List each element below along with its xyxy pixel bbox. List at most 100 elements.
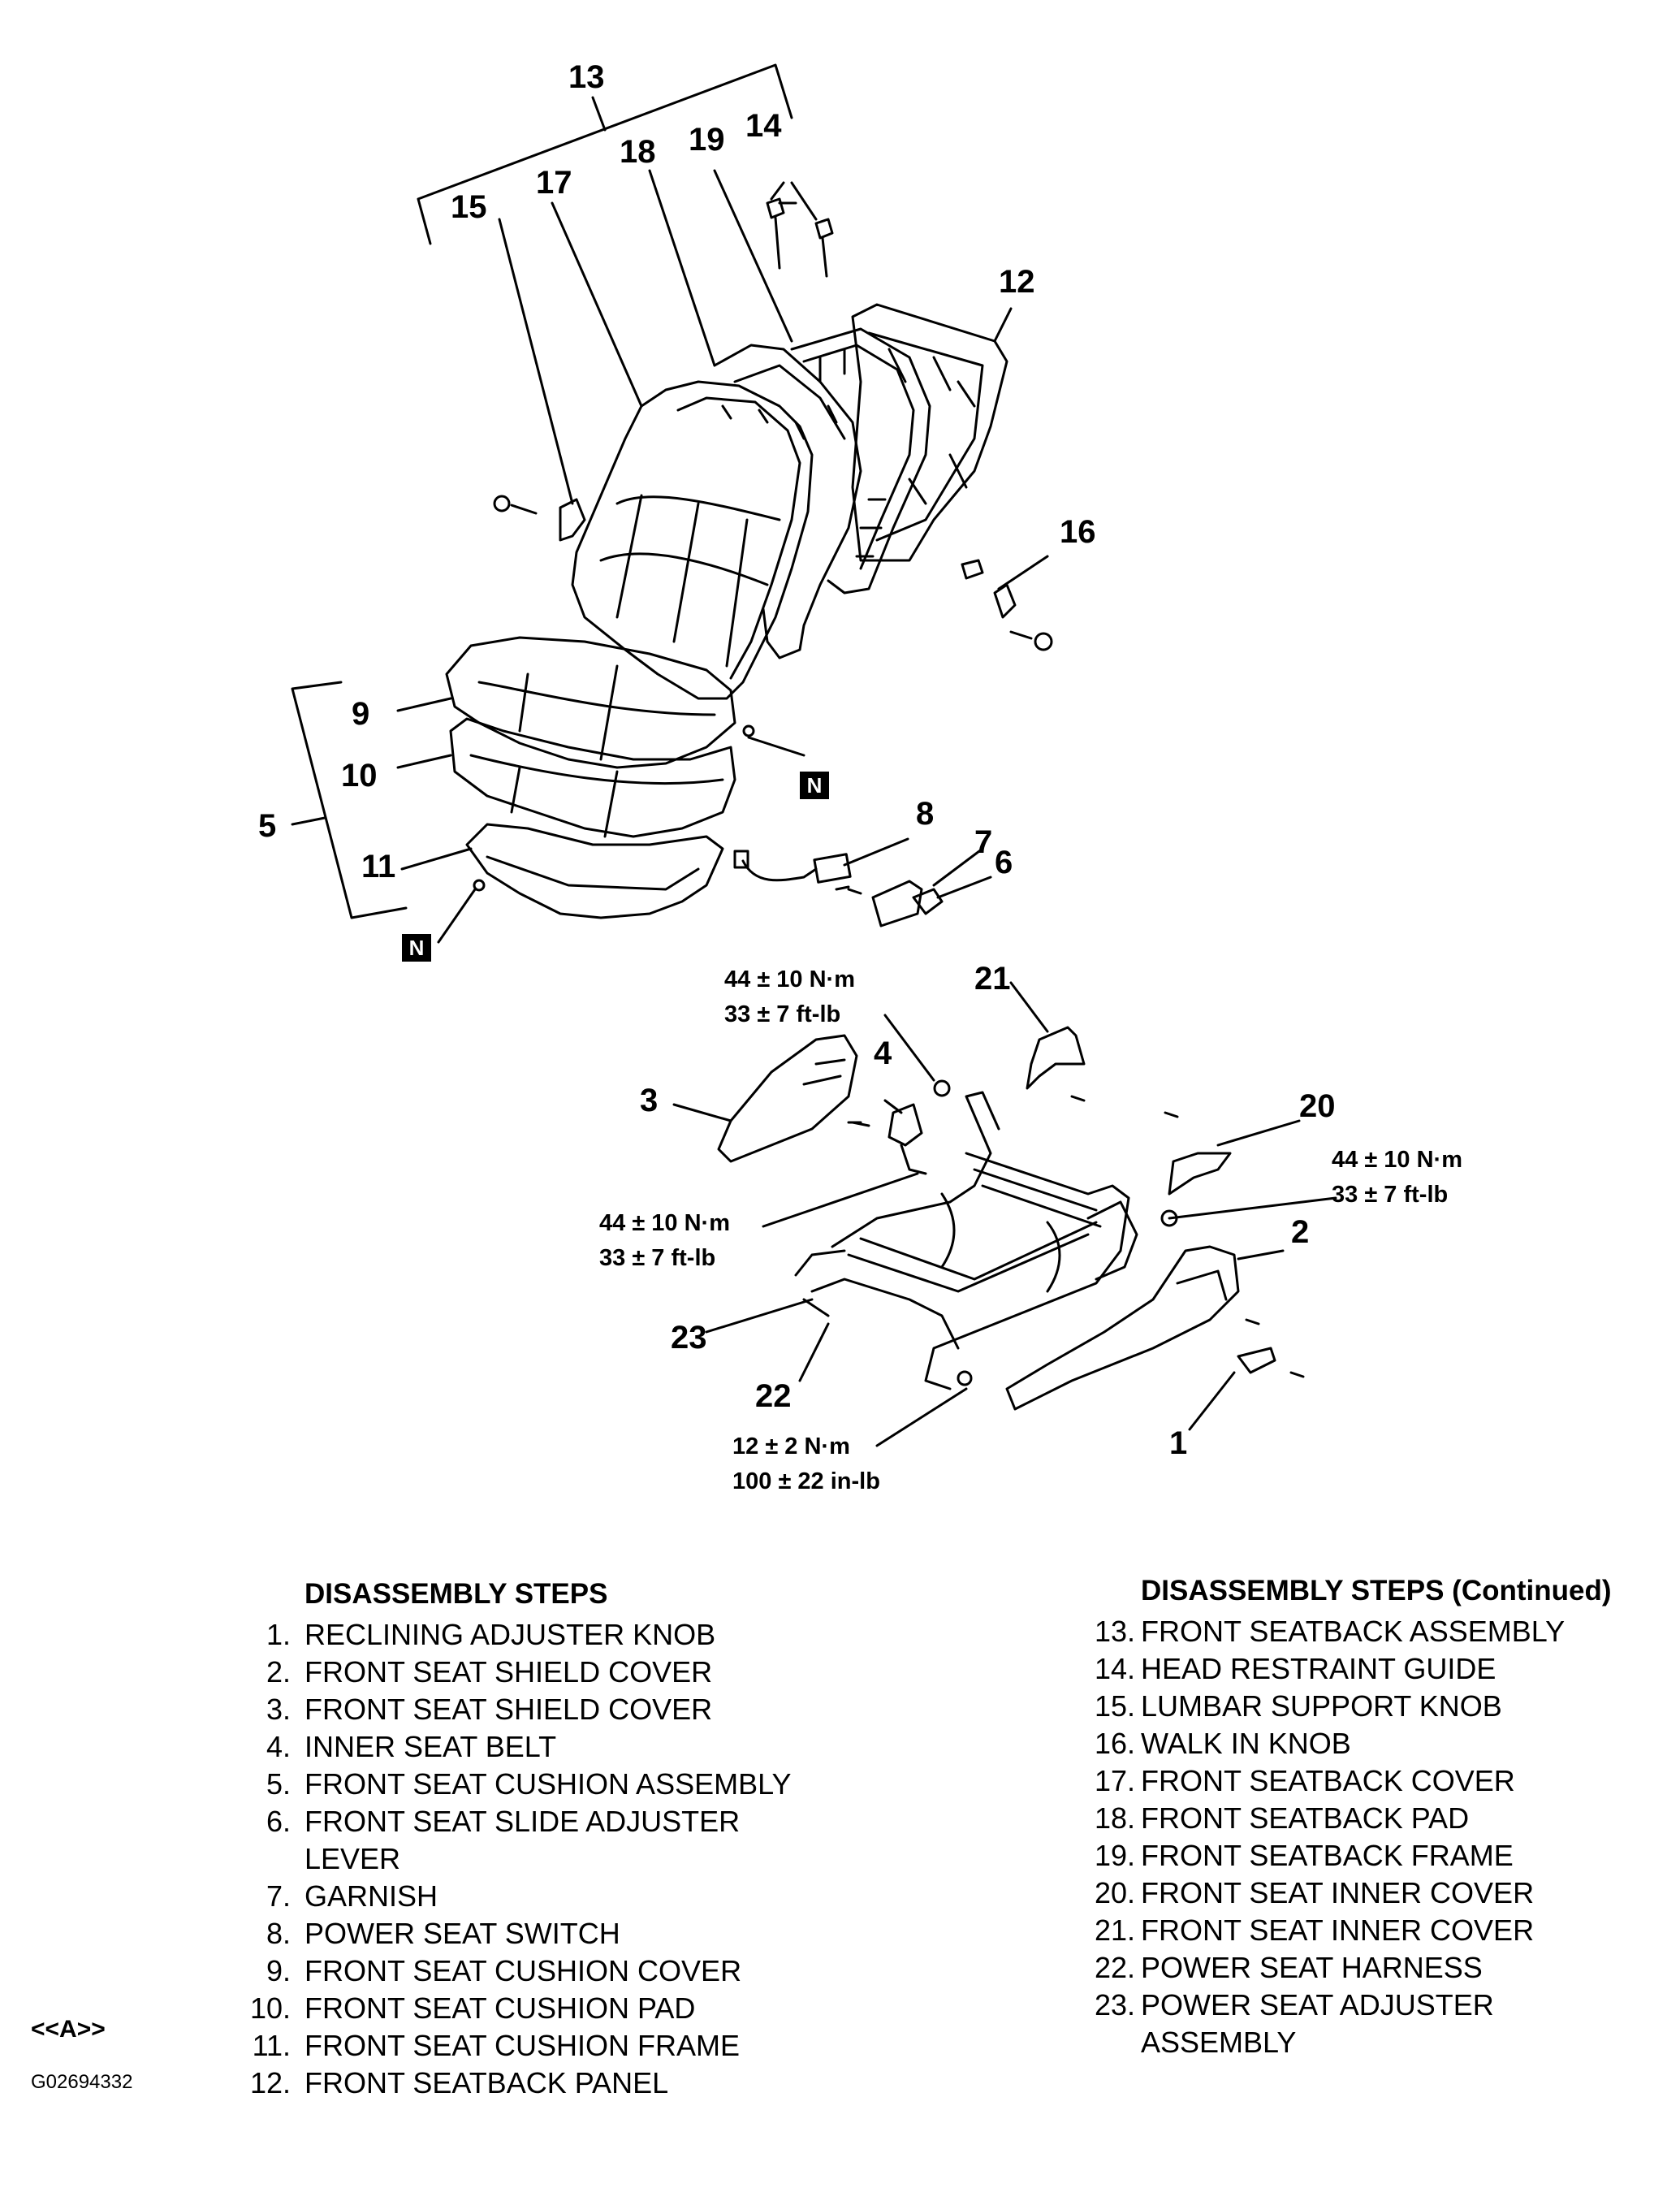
callout-13: 13 — [568, 59, 605, 95]
step-number: 10. — [249, 1991, 291, 2025]
step-text: LUMBAR SUPPORT KNOB — [1141, 1689, 1502, 1723]
step-text: POWER SEAT HARNESS — [1141, 1951, 1483, 1984]
step-text: FRONT SEAT CUSHION PAD — [304, 1991, 696, 2025]
step-item: 15.LUMBAR SUPPORT KNOB — [1088, 1688, 1677, 1725]
callout-10: 10 — [341, 758, 378, 793]
step-text: GARNISH — [304, 1879, 438, 1913]
step-text: FRONT SEATBACK PAD — [1141, 1801, 1470, 1835]
step-number: 8. — [266, 1917, 291, 1950]
step-number: 16. — [1094, 1727, 1135, 1760]
seat-exploded-diagram: N N 13 19 14 18 17 15 12 16 9 10 5 11 8 … — [258, 59, 1462, 1494]
shield-cover-3 — [717, 1034, 870, 1163]
step-number: 23. — [1094, 1988, 1135, 2022]
step-item: 19.FRONT SEATBACK FRAME — [1088, 1837, 1677, 1875]
step-text: FRONT SEAT CUSHION FRAME — [304, 2029, 741, 2062]
torque-a-nm: 44 ± 10 N·m — [724, 966, 855, 992]
fasteners — [473, 724, 1305, 1386]
step-item: LEVER — [244, 1840, 970, 1878]
step-item: 22.POWER SEAT HARNESS — [1088, 1949, 1677, 1987]
step-number: 7. — [266, 1879, 291, 1913]
step-item: 2.FRONT SEAT SHIELD COVER — [244, 1654, 970, 1691]
step-item: 7. GARNISH — [244, 1878, 970, 1915]
step-item: 16.WALK IN KNOB — [1088, 1725, 1677, 1762]
reference-label: <<A>> — [31, 2016, 106, 2043]
bracket-5 — [291, 681, 408, 919]
callout-20: 20 — [1299, 1088, 1336, 1124]
disassembly-steps-left: DISASSEMBLY STEPS 1.RECLINING ADJUSTER K… — [244, 1576, 970, 2102]
step-number: 17. — [1094, 1764, 1135, 1797]
step-number: 1. — [266, 1618, 291, 1651]
torque-c-nm: 44 ± 10 N·m — [599, 1210, 730, 1236]
steps-heading-continued: DISASSEMBLY STEPS (Continued) — [1141, 1575, 1612, 1606]
step-number: 9. — [266, 1954, 291, 1987]
step-item: 6.FRONT SEAT SLIDE ADJUSTER — [244, 1803, 970, 1840]
step-number: 21. — [1094, 1913, 1135, 1947]
callout-7: 7 — [974, 824, 992, 860]
callout-6: 6 — [995, 845, 1013, 880]
walk-in-knob — [961, 559, 1053, 651]
leader-lines — [396, 169, 1337, 1447]
step-number: 22. — [1094, 1951, 1135, 1984]
step-text: ASSEMBLY — [1141, 2026, 1297, 2059]
new-part-marker-2: N — [402, 934, 431, 962]
step-text: FRONT SEATBACK PANEL — [304, 2066, 669, 2099]
seatback-cover — [571, 380, 814, 700]
step-text: HEAD RESTRAINT GUIDE — [1141, 1652, 1496, 1685]
step-text: FRONT SEATBACK COVER — [1141, 1764, 1515, 1797]
step-number: 19. — [1094, 1839, 1135, 1872]
disassembly-steps-right: DISASSEMBLY STEPS (Continued) 13.FRONT S… — [1088, 1572, 1677, 2061]
new-part-marker-1: N — [800, 772, 829, 799]
step-text: WALK IN KNOB — [1141, 1727, 1351, 1760]
bracket-13 — [417, 63, 793, 245]
step-item: 8. POWER SEAT SWITCH — [244, 1915, 970, 1952]
step-text: FRONT SEAT SLIDE ADJUSTER — [304, 1805, 741, 1838]
step-item: ASSEMBLY — [1088, 2024, 1677, 2061]
step-item: 20.FRONT SEAT INNER COVER — [1088, 1875, 1677, 1912]
callout-23: 23 — [671, 1320, 707, 1356]
power-seat-switch — [733, 850, 852, 884]
step-item: 9.FRONT SEAT CUSHION COVER — [244, 1952, 970, 1990]
step-item: 1.RECLINING ADJUSTER KNOB — [244, 1616, 970, 1654]
steps-heading: DISASSEMBLY STEPS — [304, 1578, 608, 1610]
step-number: 11. — [252, 2029, 291, 2062]
step-number: 5. — [266, 1767, 291, 1801]
torque-d-in: 100 ± 22 in-lb — [732, 1468, 880, 1494]
seatback-panel — [851, 303, 1008, 562]
step-text: FRONT SEAT SHIELD COVER — [304, 1655, 713, 1689]
head-restraint-guides — [766, 197, 834, 278]
torque-c-ft: 33 ± 7 ft-lb — [599, 1245, 715, 1271]
shield-cover-2 — [1005, 1245, 1240, 1411]
step-text: LEVER — [304, 1842, 401, 1875]
step-text: POWER SEAT ADJUSTER — [1141, 1988, 1494, 2022]
step-text: FRONT SEAT SHIELD COVER — [304, 1693, 713, 1726]
step-item: 18.FRONT SEATBACK PAD — [1088, 1800, 1677, 1837]
step-number: 20. — [1094, 1876, 1135, 1909]
callout-1: 1 — [1169, 1425, 1187, 1461]
step-number: 13. — [1094, 1615, 1135, 1648]
step-item: 13.FRONT SEATBACK ASSEMBLY — [1088, 1613, 1677, 1650]
step-number: 15. — [1094, 1689, 1135, 1723]
step-number — [1088, 2024, 1135, 2061]
figure-id: G02694332 — [31, 2071, 133, 2093]
callout-21: 21 — [974, 961, 1011, 997]
cushion-cover — [445, 636, 736, 769]
step-item: 23.POWER SEAT ADJUSTER — [1088, 1987, 1677, 2024]
torque-d-nm: 12 ± 2 N·m — [732, 1433, 850, 1459]
step-text: POWER SEAT SWITCH — [304, 1917, 620, 1950]
step-text: FRONT SEAT INNER COVER — [1141, 1876, 1535, 1909]
step-number: 12. — [249, 2066, 291, 2099]
step-item: 5.FRONT SEAT CUSHION ASSEMBLY — [244, 1766, 970, 1803]
torque-a-ft: 33 ± 7 ft-lb — [724, 1001, 840, 1027]
step-number: 4. — [266, 1730, 291, 1763]
inner-cover-20 — [1168, 1152, 1232, 1196]
step-number: 3. — [266, 1693, 291, 1726]
callout-18: 18 — [620, 134, 656, 170]
step-number — [244, 1840, 291, 1878]
cushion-pad — [449, 717, 736, 838]
garnish — [835, 880, 944, 928]
lumbar-knob — [493, 495, 586, 542]
step-number: 14. — [1094, 1652, 1135, 1685]
seatback-frame — [790, 327, 931, 595]
